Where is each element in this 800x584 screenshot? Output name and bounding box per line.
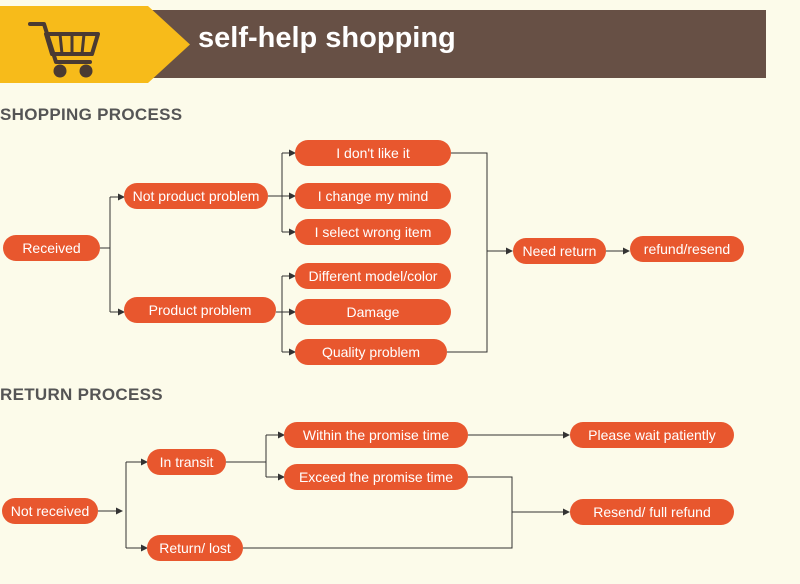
node-in-transit: In transit (147, 449, 226, 475)
page-title: self-help shopping (198, 22, 456, 54)
node-damage: Damage (295, 299, 451, 325)
cart-tab (0, 6, 190, 83)
return-process-title: RETURN PROCESS (0, 385, 163, 404)
shopping-process-title: SHOPPING PROCESS (0, 105, 183, 124)
node-quality-problem: Quality problem (295, 339, 447, 365)
node-dont-like-it: I don't like it (295, 140, 451, 166)
node-please-wait: Please wait patiently (570, 422, 734, 448)
node-within-promise-time: Within the promise time (284, 422, 468, 448)
node-change-mind: I change my mind (295, 183, 451, 209)
node-different-model: Different model/color (295, 263, 451, 289)
node-exceed-promise-time: Exceed the promise time (284, 464, 468, 490)
node-return-lost: Return/ lost (147, 535, 243, 561)
shopping-cart-icon (28, 22, 100, 78)
node-refund-resend: refund/resend (630, 236, 744, 262)
node-not-product-problem: Not product problem (124, 183, 268, 209)
node-product-problem: Product problem (124, 297, 276, 323)
node-need-return: Need return (513, 238, 606, 264)
node-resend-full-refund: Resend/ full refund (570, 499, 734, 525)
node-wrong-item: I select wrong item (295, 219, 451, 245)
node-not-received: Not received (2, 498, 98, 524)
node-received: Received (3, 235, 100, 261)
